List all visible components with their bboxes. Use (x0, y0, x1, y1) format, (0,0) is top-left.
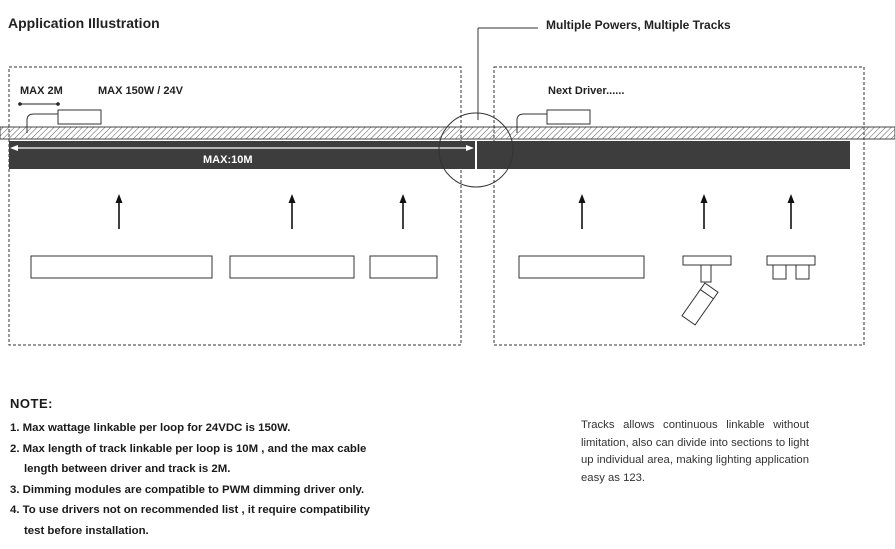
tracks-description: Tracks allows continuous linkable withou… (581, 419, 809, 484)
driver-box-left (57, 109, 102, 125)
notes-heading: NOTE: (10, 396, 53, 411)
ceiling-hatch (0, 126, 895, 140)
up-arrow-head (115, 194, 123, 203)
twin-head-fixture-icon (766, 255, 816, 280)
application-diagram: Application Illustration Multiple Powers… (0, 15, 895, 346)
note-item-4: 4. To use drivers not on recommended lis… (10, 504, 370, 516)
junction-circle (438, 112, 514, 188)
note-item-2: 2. Max length of track linkable per loop… (10, 442, 367, 455)
up-arrow-head (787, 194, 795, 203)
track-length-arrow: MAX:10M (10, 145, 474, 166)
up-arrow-head (700, 194, 708, 203)
light-modules (30, 255, 645, 279)
track-length-label: MAX:10M (203, 154, 253, 166)
up-arrow-head (399, 194, 407, 203)
track-left (9, 141, 475, 169)
driver-box-right (546, 109, 591, 125)
linear-light-module (30, 255, 213, 279)
callout-label: Multiple Powers, Multiple Tracks (546, 18, 731, 32)
right-panel-frame (493, 66, 865, 346)
cable-length-label: MAX 2M (20, 85, 63, 97)
linear-light-module (229, 255, 355, 279)
note-item-4-continued: test before installation. (24, 524, 149, 537)
linear-light-module (369, 255, 438, 279)
up-arrow-head (578, 194, 586, 203)
note-item-3: 3. Dimming modules are compatible to PWM… (10, 483, 365, 496)
mount-arrows (115, 194, 795, 229)
driver-cable-left (26, 113, 58, 133)
linear-light-module (518, 255, 645, 279)
power-label: MAX 150W / 24V (98, 85, 184, 97)
note-item-1: 1. Max wattage linkable per loop for 24V… (10, 422, 291, 434)
driver-cable-right (516, 113, 547, 133)
up-arrow-head (288, 194, 296, 203)
diagram-title: Application Illustration (8, 15, 160, 31)
spotlight-fixture-icon (681, 255, 732, 326)
left-panel-frame (8, 66, 462, 346)
note-item-2-continued: length between driver and track is 2M. (24, 463, 231, 475)
next-driver-label: Next Driver...... (548, 85, 624, 97)
notes-list: 1. Max wattage linkable per loop for 24V… (10, 418, 430, 541)
cable-dimension (18, 102, 60, 106)
track-right (477, 141, 850, 169)
callout: Multiple Powers, Multiple Tracks (477, 18, 731, 120)
